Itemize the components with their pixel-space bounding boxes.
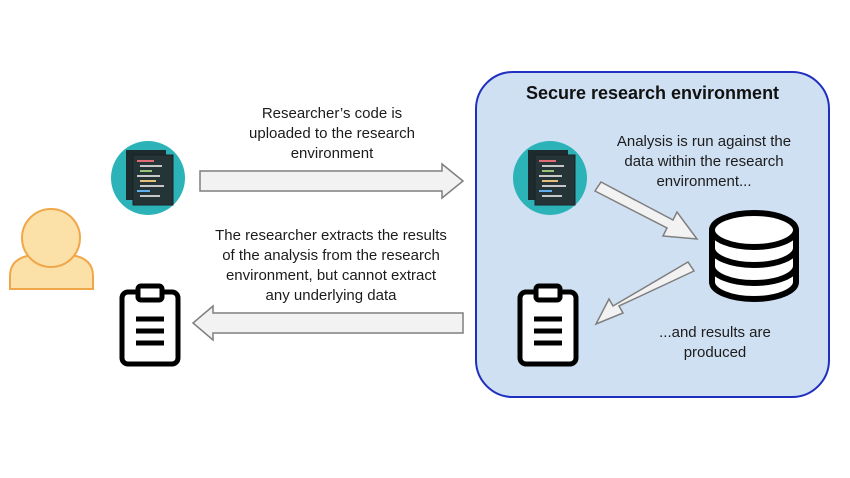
analysis-arrow [593,181,699,240]
extract-arrow [191,304,464,342]
database-icon [709,210,799,302]
code-icon [513,141,587,215]
extract-caption: The researcher extracts the results of t… [196,226,466,306]
results-caption-line: ...and results are [659,324,771,341]
extract-caption-line: The researcher extracts the results [215,227,447,244]
clipboard-icon [517,283,579,367]
upload-caption: Researcher’s code is uploaded to the res… [218,104,446,164]
extract-caption-line: any underlying data [265,287,397,304]
results-arrow [594,260,696,326]
upload-arrow [199,162,465,200]
results-caption: ...and results are produced [630,323,800,363]
secure-environment-title: Secure research environment [525,83,780,103]
analysis-caption: Analysis is run against the data within … [594,132,814,192]
person-icon [9,208,94,290]
extract-caption-line: of the analysis from the research [222,247,440,264]
analysis-caption-line: Analysis is run against the [616,133,792,150]
analysis-caption-line: data within the research [624,153,784,170]
upload-caption-line: environment [290,145,374,162]
upload-caption-line: uploaded to the research [249,125,415,142]
extract-caption-line: environment, but cannot extract [225,267,437,284]
analysis-caption-line: environment... [656,173,752,190]
results-caption-line: produced [683,344,747,361]
upload-caption-line: Researcher’s code is [261,105,403,122]
code-icon [111,141,185,215]
clipboard-icon [119,283,181,367]
